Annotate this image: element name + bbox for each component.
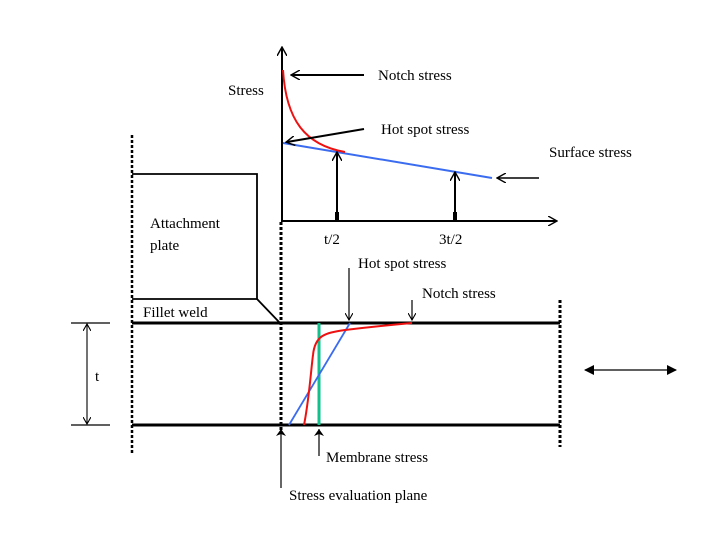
hot-spot-lower-label: Hot spot stress [358,256,447,272]
attachment-plate-outline [132,173,258,300]
membrane-stress-label: Membrane stress [326,450,428,466]
surface-stress-label: Surface stress [549,145,632,161]
fillet-weld-label: Fillet weld [143,305,208,321]
notch-lower-label: Notch stress [422,286,496,302]
attachment-plate-label-line2: plate [150,238,179,254]
fillet-weld-toe [256,298,281,324]
notch-stress-curve [282,69,346,153]
evaluation-plane-label: Stress evaluation plane [289,488,428,504]
y-axis-label: Stress [228,83,264,99]
attachment-plate-label-line1: Attachment [150,216,221,232]
surface-stress-line [282,142,493,179]
hot-spot-pointer [287,128,365,142]
notch-stress-label: Notch stress [378,68,452,84]
tick-label-3t-half: 3t/2 [439,232,462,248]
notch-stress-distribution [303,322,413,426]
tick-label-t-half: t/2 [324,232,340,248]
linear-stress-line [288,322,351,426]
hot-spot-label: Hot spot stress [381,122,470,138]
thickness-label: t [95,369,100,385]
